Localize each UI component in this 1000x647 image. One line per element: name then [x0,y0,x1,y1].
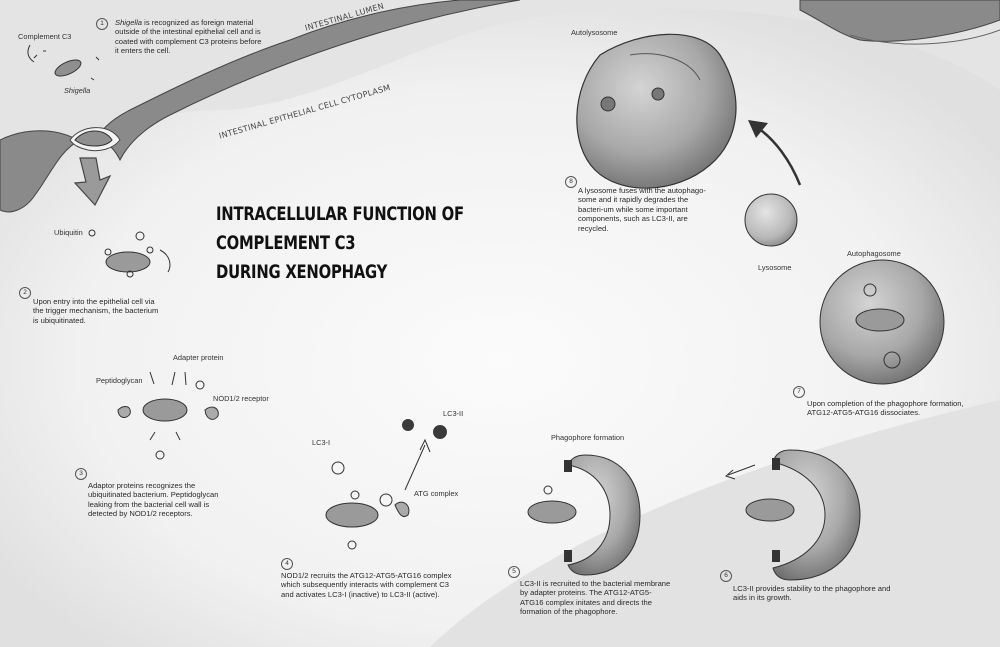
label-autophagosome: Autophagosome [847,249,901,258]
label-atg-complex: ATG complex [414,489,459,498]
page-title: INTRACELLULAR FUNCTION OF COMPLEMENT C3 … [216,200,464,287]
step-4-number: 4 [281,558,293,570]
phagophore-step5 [527,454,641,576]
label-ubiquitin: Ubiquitin [54,228,83,237]
bacterium-step2 [88,229,171,278]
membrane-top-right [799,0,1000,42]
label-shigella: Shigella [64,86,91,95]
title-line-1: INTRACELLULAR FUNCTION OF [216,203,464,225]
fusion-arrow [757,126,802,186]
label-nod-receptor: NOD1/2 receptor [213,394,269,403]
entry-arrow [73,157,112,207]
title-line-2: COMPLEMENT C3 [216,232,356,254]
step-1-number: 1 [96,18,108,30]
step-3-text: Adaptor proteins recognizes the ubiquiti… [88,481,219,519]
label-lc3-i: LC3-I [312,438,331,447]
bacterium-step3 [117,371,219,460]
autolysosome [576,33,737,189]
step-7-number: 7 [793,386,805,398]
label-autolysosome: Autolysosome [571,28,618,37]
shigella-step1 [54,59,82,77]
step-1-body: is recognized as foreign material outsid… [115,18,262,56]
label-peptidoglycan: Peptidoglycan [96,376,143,385]
step-8-text: A lysosome fuses with the autophago-some… [578,186,706,233]
lower-shade [430,400,1000,647]
autophagosome [819,259,945,385]
bacterium-entering [74,130,113,147]
step-8-number: 8 [565,176,577,188]
step-5-text: LC3-II is recruited to the bacterial mem… [520,579,671,617]
step-5-number: 5 [508,566,520,578]
step-6-text: LC3-II provides stability to the phagoph… [733,584,891,603]
label-complement-c3: Complement C3 [18,32,72,41]
step-4-text: NOD1/2 recruits the ATG12-ATG5-ATG16 com… [281,571,452,599]
step-7-text: Upon completion of the phagophore format… [807,399,964,418]
step-3-number: 3 [75,468,87,480]
phagophore-step6 [725,449,861,581]
step-2-text: Upon entry into the epithelial cell via … [33,297,159,325]
step-6-number: 6 [720,570,732,582]
label-adapter-protein: Adapter protein [173,353,224,362]
label-lc3-ii: LC3-II [443,409,464,418]
label-lysosome: Lysosome [758,263,792,272]
title-line-3: DURING XENOPHAGY [216,261,388,283]
step-2-number: 2 [19,287,31,299]
label-phagophore-formation: Phagophore formation [551,433,625,442]
bacterium-step4 [325,419,447,550]
step-1-italic: Shigella [115,18,143,27]
lysosome [744,193,798,247]
arrow-c3 [27,44,35,63]
step-1-text: Shigella is recognized as foreign materi… [115,18,265,56]
